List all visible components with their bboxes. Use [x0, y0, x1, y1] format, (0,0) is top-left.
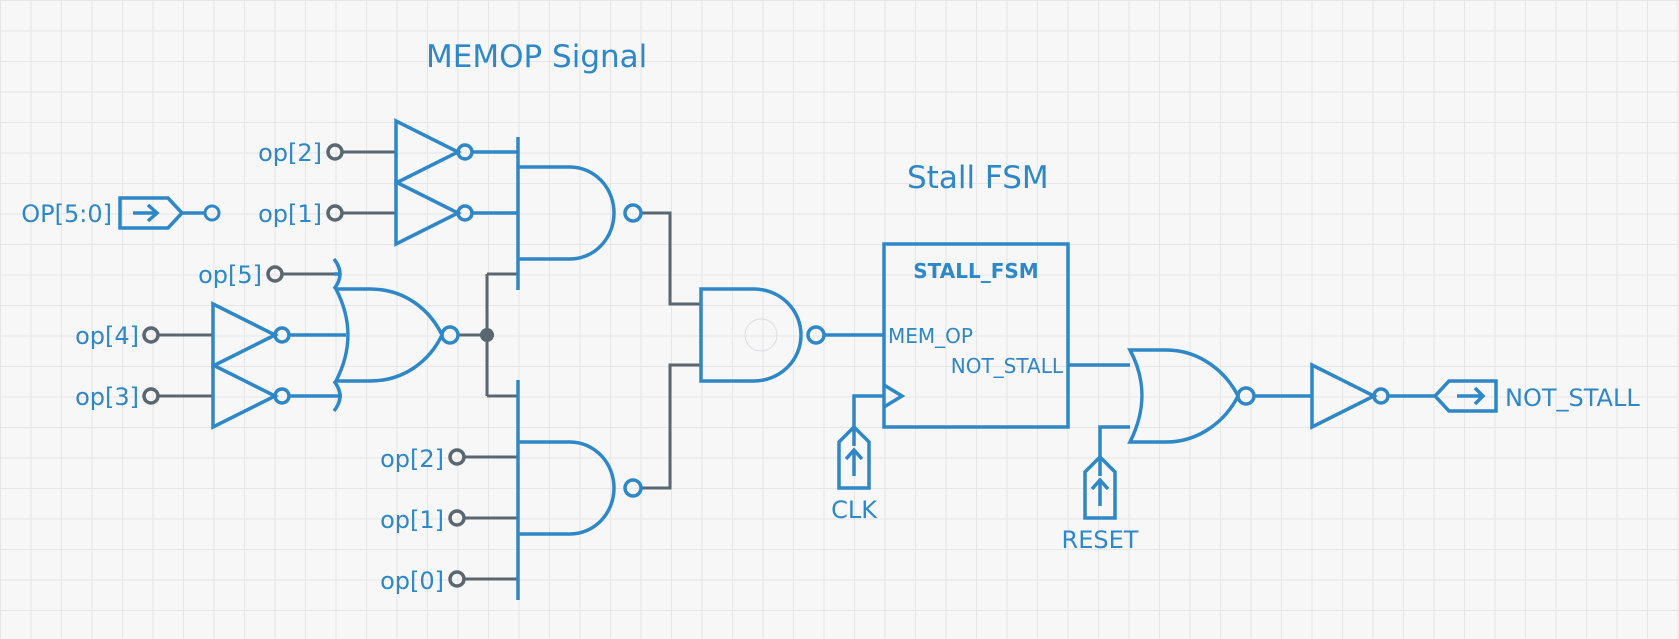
nand-gate-top[interactable] [516, 137, 643, 290]
input-label-op0-bottom: op[0] [380, 567, 444, 595]
input-label-op1-bottom: op[1] [380, 506, 444, 534]
input-label-op2-top: op[2] [258, 139, 322, 167]
inverter-op4[interactable] [211, 301, 346, 369]
inverter-op2-top[interactable] [394, 118, 518, 186]
fsm-name-label: STALL_FSM [913, 259, 1038, 283]
stall-fsm-block[interactable] [882, 242, 1070, 429]
components [118, 118, 1498, 600]
fsm-title: Stall FSM [907, 160, 1049, 196]
reset-input[interactable] [1083, 425, 1130, 520]
pin-endpoints [142, 143, 466, 588]
arrow-right-icon [1432, 379, 1498, 413]
inverter-output[interactable] [1310, 362, 1435, 430]
clk-label: CLK [831, 496, 878, 524]
op-bus-label: OP[5:0] [21, 200, 112, 228]
fsm-port-not-stall: NOT_STALL [951, 354, 1064, 378]
output-label: NOT_STALL [1505, 384, 1640, 412]
arrow-right-icon [118, 196, 185, 230]
input-label-op1-top: op[1] [258, 200, 322, 228]
reset-label: RESET [1062, 526, 1139, 554]
arrow-up-icon [1083, 454, 1117, 520]
nand-gate-bottom[interactable] [516, 380, 643, 600]
wire-junction-dot [480, 328, 494, 342]
inverter-op1-top[interactable] [394, 179, 518, 247]
input-label-op3: op[3] [75, 383, 139, 411]
wires [158, 150, 701, 581]
memop-title: MEMOP Signal [426, 39, 647, 75]
nor-gate-reset[interactable] [1127, 348, 1312, 444]
input-label-op4: op[4] [75, 322, 139, 350]
arrow-up-icon [837, 424, 871, 490]
inverter-op3[interactable] [211, 362, 342, 430]
input-label-op5: op[5] [198, 261, 262, 289]
input-label-op2-bottom: op[2] [380, 445, 444, 473]
nor-gate[interactable] [332, 257, 460, 413]
not-stall-output[interactable] [1432, 379, 1498, 413]
op-bus-input[interactable] [118, 196, 221, 230]
fsm-port-mem-op: MEM_OP [888, 324, 973, 348]
nand-gate-middle[interactable] [699, 287, 884, 383]
clk-input[interactable] [837, 394, 884, 490]
